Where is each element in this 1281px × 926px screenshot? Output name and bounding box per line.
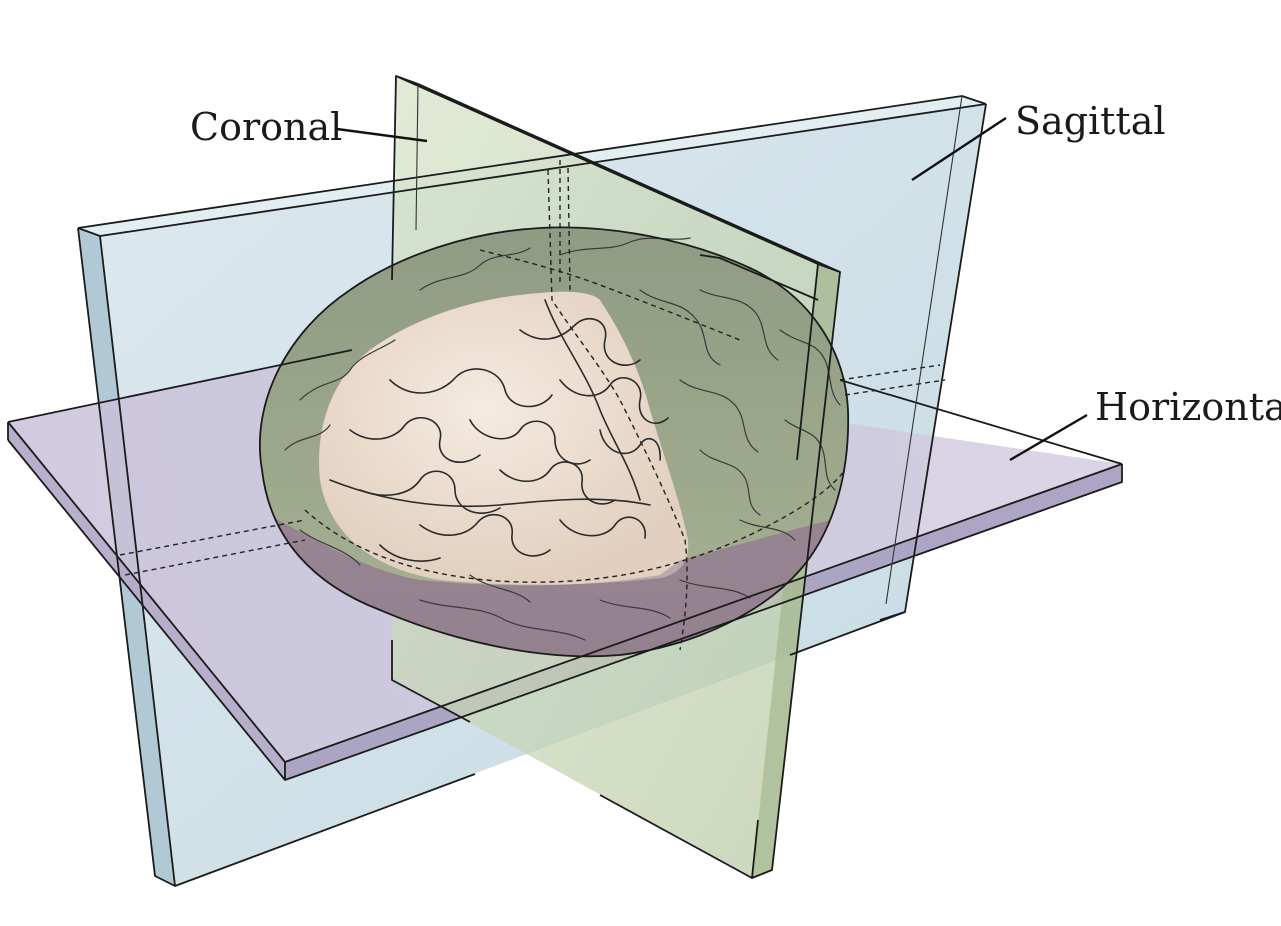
sagittal-plane-edges — [77, 95, 987, 887]
label-coronal: Coronal — [190, 105, 428, 149]
coronal-plane-edges — [391, 75, 841, 879]
label-sagittal: Sagittal — [911, 99, 1166, 182]
horizontal-leader-line — [1009, 413, 1088, 462]
sagittal-leader-line — [911, 116, 1007, 182]
coronal-leader-line — [336, 127, 428, 143]
horizontal-plane-edges — [7, 349, 1123, 781]
label-horizontal: Horizontal — [1009, 385, 1281, 462]
sagittal-label: Sagittal — [1015, 99, 1166, 143]
coronal-label: Coronal — [190, 105, 342, 149]
horizontal-label: Horizontal — [1095, 385, 1281, 429]
